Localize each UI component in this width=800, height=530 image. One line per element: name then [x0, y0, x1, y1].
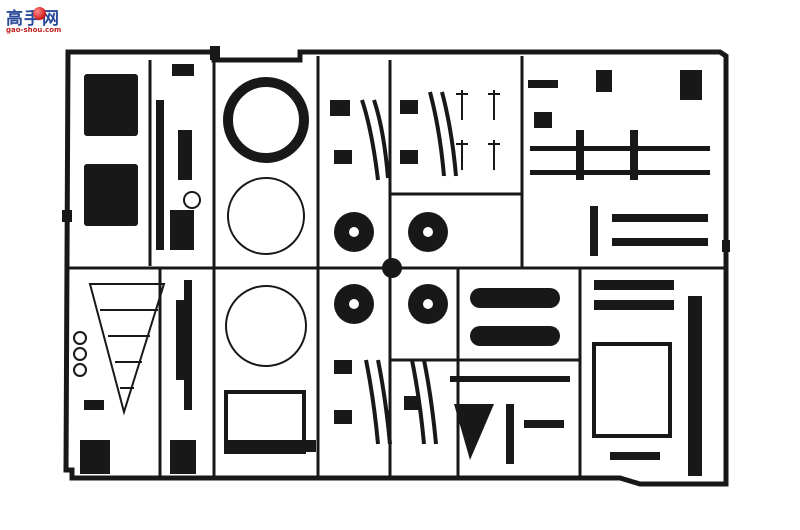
leaf-springs: [360, 91, 458, 445]
chassis-frame-part: [592, 280, 702, 476]
misc-parts: [450, 376, 570, 464]
tire-part: [223, 77, 309, 367]
seat-parts: [84, 74, 138, 226]
watermark-url: gao-shou.com: [6, 26, 62, 34]
bracket-part: [80, 440, 110, 474]
sprue-frame: [62, 46, 730, 487]
frame-bar: [226, 440, 316, 452]
small-block: [84, 400, 104, 410]
ring-parts: [73, 331, 87, 377]
fuel-tanks: [470, 288, 560, 346]
a-frame-part: [88, 283, 166, 416]
wheel-hubs: [334, 212, 448, 324]
axle-parts: [530, 130, 710, 256]
small-ring-part: [183, 191, 201, 209]
bracket-part-2: [170, 440, 196, 474]
bracket-parts: [528, 70, 702, 128]
spring-clamps: [330, 100, 420, 424]
rail-parts: [156, 64, 194, 410]
watermark-logo: 高手网 gao-shou.com: [6, 4, 76, 44]
branch-parts: [456, 90, 500, 170]
watermark-ball-icon: [33, 7, 46, 20]
